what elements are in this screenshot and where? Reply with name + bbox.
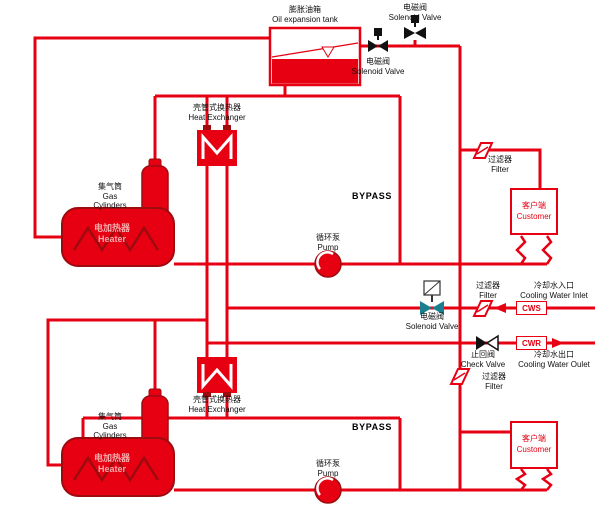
filter-2-icon bbox=[472, 300, 494, 317]
gas-cylinders-2-label: 集气筒 Gas Cylinders bbox=[93, 412, 127, 441]
filter-1-icon bbox=[472, 142, 494, 159]
oil-expansion-tank-icon bbox=[268, 26, 362, 87]
solenoid-valve-top-icon bbox=[404, 15, 426, 39]
cwr-tag: CWR bbox=[516, 336, 547, 350]
pump-1-label: 循环泵 Pump bbox=[316, 233, 340, 252]
heat-exchanger-2-icon bbox=[197, 357, 237, 397]
pump-1-icon bbox=[314, 250, 342, 278]
bypass-2-label: BYPASS bbox=[352, 422, 392, 432]
hose-customer2-right bbox=[540, 468, 553, 491]
hose-customer1-right bbox=[541, 235, 553, 265]
heat-exchanger-2-label: 壳管式换热器 Heat Exchanger bbox=[188, 395, 246, 414]
customer-2-box: 客户端 Customer bbox=[510, 421, 558, 469]
bypass-1-label: BYPASS bbox=[352, 191, 392, 201]
solenoid-valve-tank-label: 电磁阀 Solenoid Valve bbox=[351, 57, 405, 76]
pump-2-label: 循环泵 Pump bbox=[316, 459, 340, 478]
oil-expansion-tank-label-en: Oil expansion tank bbox=[272, 14, 338, 24]
solenoid-valve-mid-label: 电磁阀 Solenoid Valve bbox=[405, 312, 459, 331]
flex-hoses bbox=[514, 235, 553, 491]
heat-exchanger-1-label: 壳管式换热器 Heat Exchanger bbox=[188, 103, 246, 122]
solenoid-valve-tank-icon bbox=[368, 28, 388, 52]
heater-1-text: 电加热器 Heater bbox=[93, 223, 130, 245]
filter-1-label: 过滤器 Filter bbox=[488, 155, 512, 174]
filter-2-label: 过滤器 Filter bbox=[476, 281, 500, 300]
cws-tag: CWS bbox=[516, 301, 547, 315]
cooling-water-outlet-label: 冷却水出口 Cooling Water Oulet bbox=[518, 350, 590, 369]
hose-customer1-left bbox=[515, 235, 527, 265]
customer-1-box: 客户端 Customer bbox=[510, 188, 558, 235]
pump-2-icon bbox=[314, 476, 342, 504]
cooling-water-inlet-label: 冷却水入口 Cooling Water Inlet bbox=[520, 281, 588, 300]
oil-expansion-tank-label: 膨胀油箱 Oil expansion tank bbox=[253, 5, 357, 24]
solenoid-valve-top-label: 电磁阀 Solenoid Valve bbox=[388, 3, 442, 22]
heater-2-icon bbox=[61, 437, 175, 497]
oil-expansion-tank-label-zh: 膨胀油箱 bbox=[289, 5, 321, 14]
flow-arrow-cws-icon bbox=[494, 303, 506, 313]
heater-1-icon bbox=[61, 207, 175, 267]
hose-customer2-left bbox=[514, 468, 527, 491]
pipe-network bbox=[33, 36, 595, 492]
solenoid-valve-mid-icon bbox=[420, 280, 444, 315]
flow-arrow-cwr-icon bbox=[552, 338, 564, 348]
heater-2-text: 电加热器 Heater bbox=[93, 453, 130, 475]
gas-cylinders-1-label: 集气筒 Gas Cylinders bbox=[93, 182, 127, 211]
heat-exchanger-1-icon bbox=[197, 125, 237, 166]
filter-3-icon bbox=[449, 368, 471, 385]
filter-3-label: 过滤器 Filter bbox=[482, 372, 506, 391]
check-valve-icon bbox=[476, 334, 499, 352]
check-valve-label: 止回阀 Check Valve bbox=[460, 350, 506, 369]
